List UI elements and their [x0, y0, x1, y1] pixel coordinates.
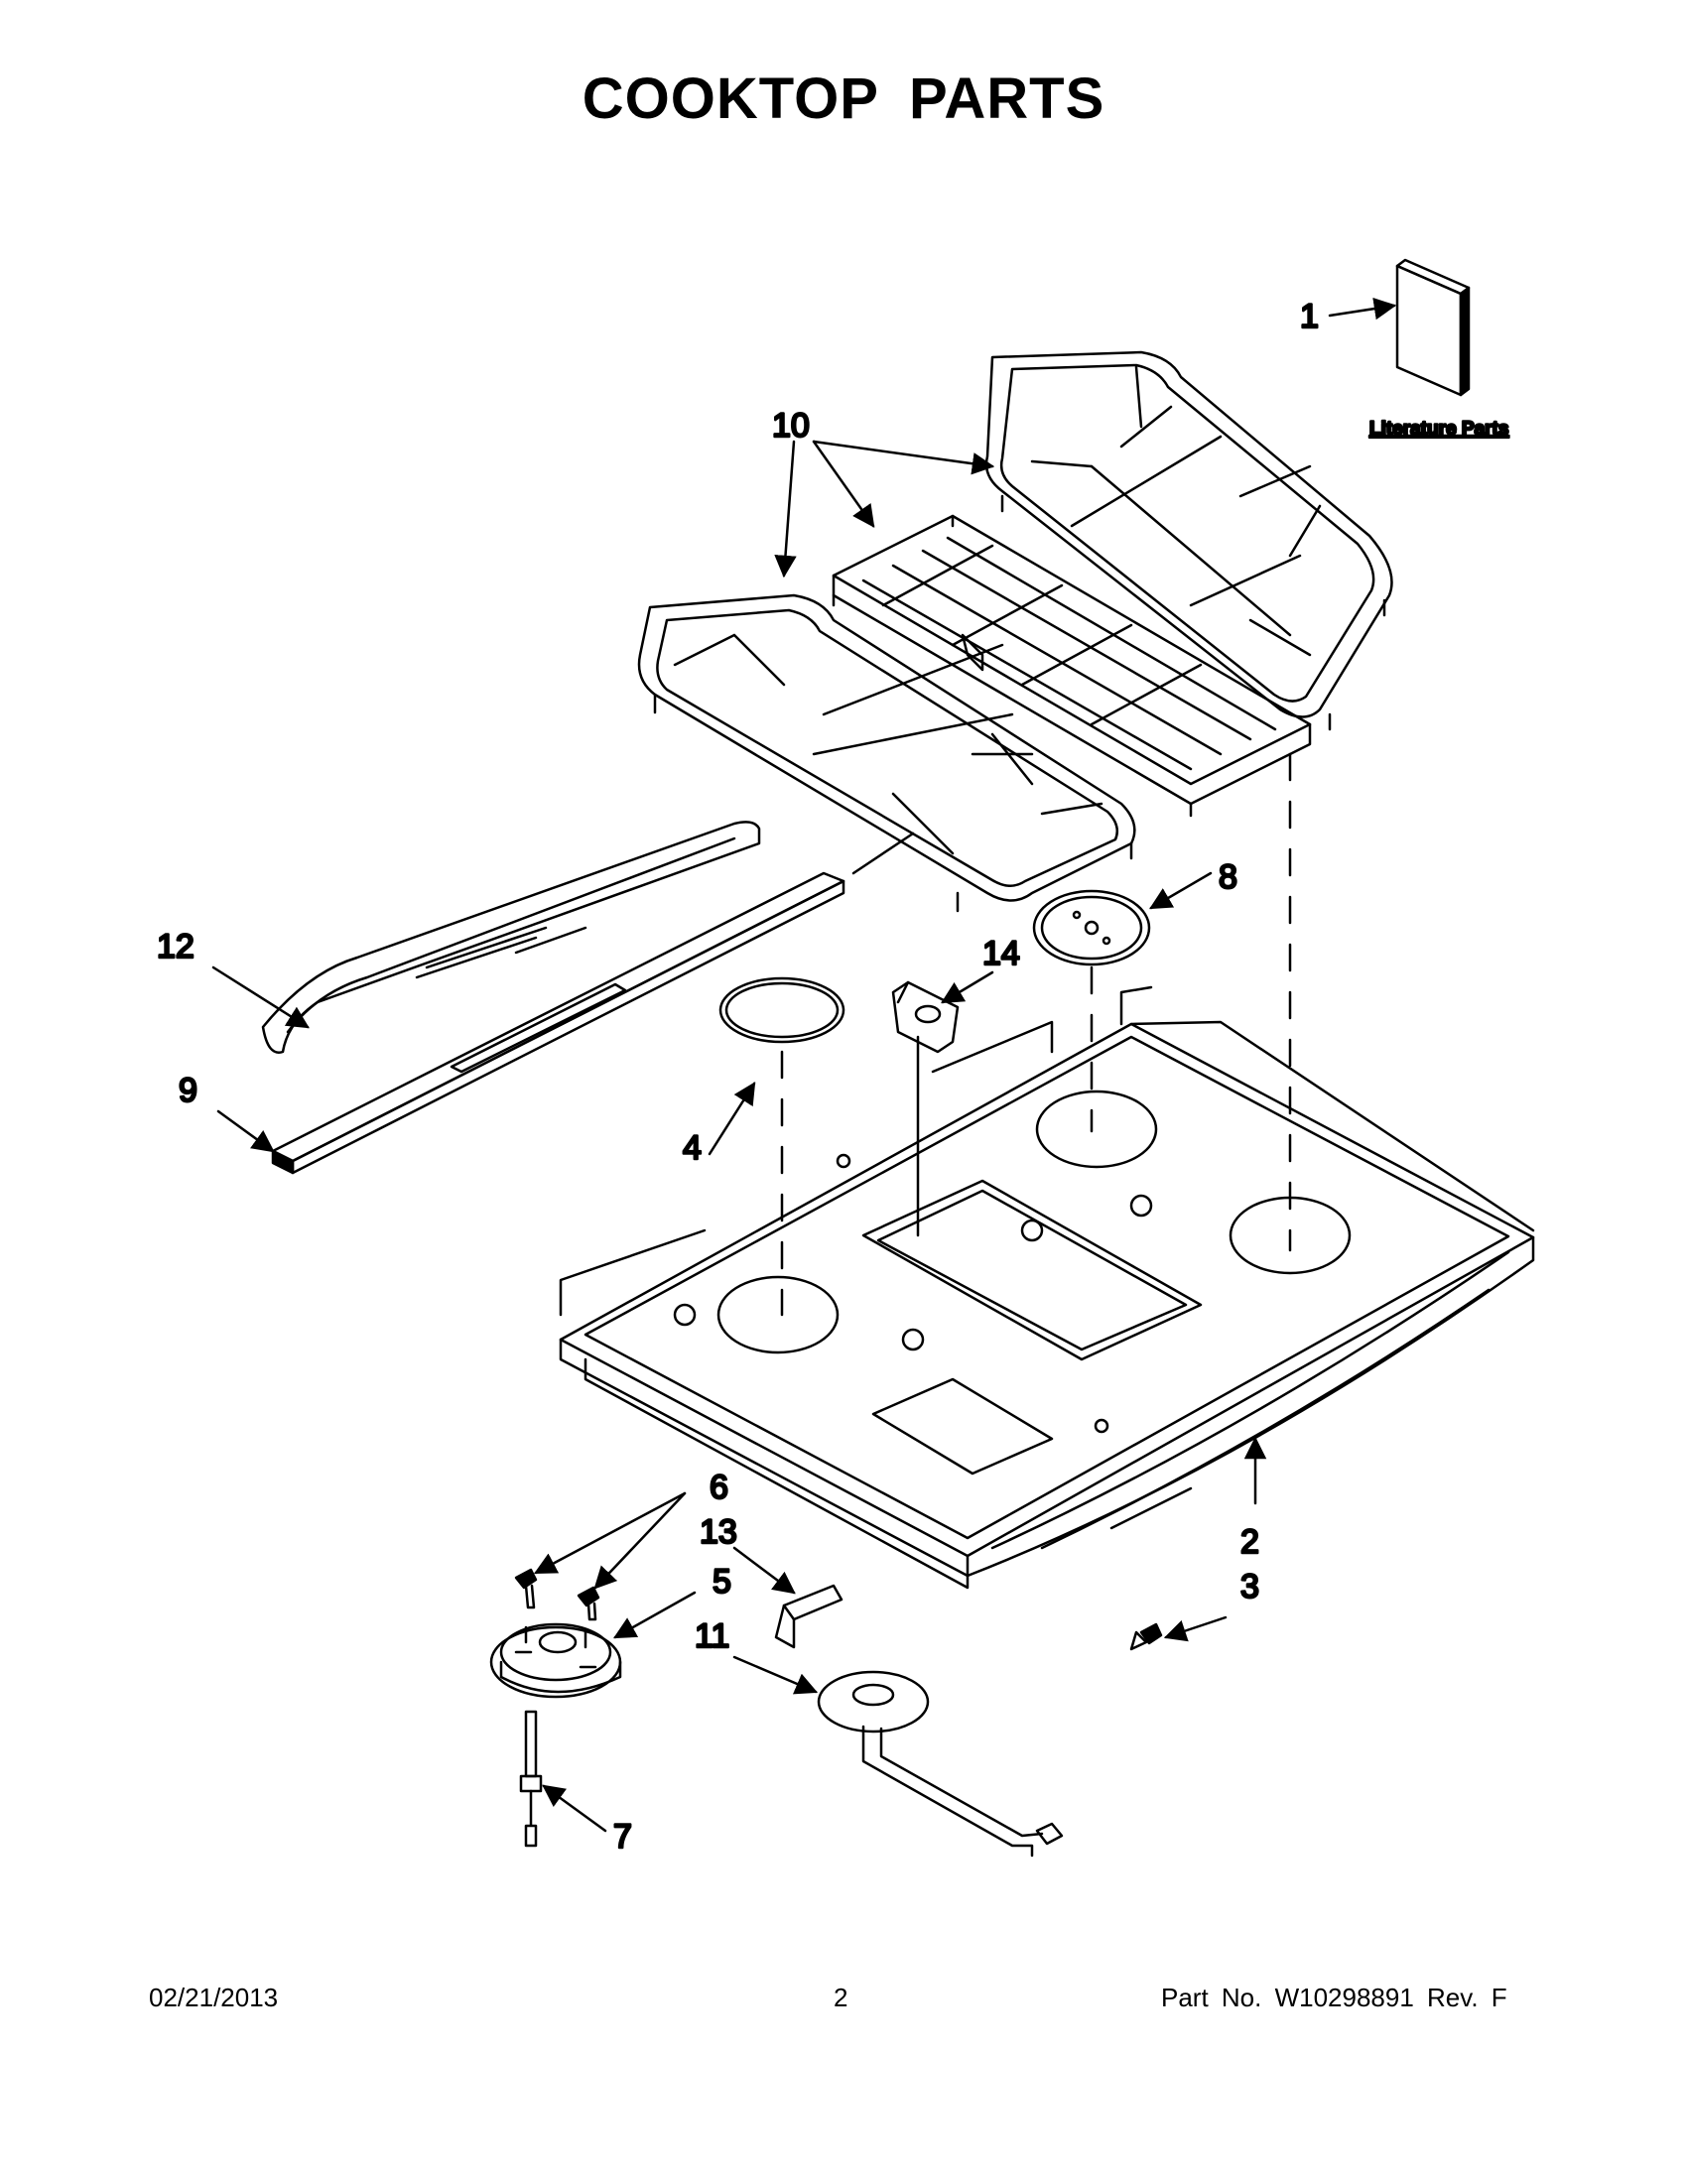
igniter-bracket: [891, 980, 960, 1054]
callout-2: 2: [1240, 1523, 1259, 1561]
callout-10: 10: [772, 407, 810, 445]
callout-3: 3: [1240, 1568, 1259, 1606]
callout-6: 6: [710, 1469, 728, 1506]
callout-9: 9: [179, 1072, 197, 1109]
callout-1: 1: [1300, 298, 1319, 335]
callout-13: 13: [700, 1513, 737, 1551]
alignment-lines: [780, 752, 1292, 1317]
callout-11: 11: [695, 1617, 729, 1655]
page-title: COOKTOP PARTS: [582, 66, 1105, 131]
callout-8: 8: [1219, 858, 1237, 896]
burner-base: [489, 1622, 622, 1699]
callout-14: 14: [982, 935, 1020, 972]
right-burner-grate: [984, 350, 1393, 731]
screw: [514, 1568, 538, 1609]
leader-arrows: [211, 297, 1397, 1833]
screw: [1129, 1622, 1163, 1651]
footer-date: 02/21/2013: [149, 1983, 279, 2012]
center-grate: [832, 514, 1312, 818]
trim-strip: [271, 871, 845, 1175]
footer-page-number: 2: [834, 1983, 848, 2012]
control-panel-trim: [261, 821, 761, 1054]
screw: [577, 1586, 600, 1621]
callout-5: 5: [713, 1563, 731, 1601]
burner-with-tube: [817, 1670, 1064, 1858]
literature-booklet: [1395, 258, 1471, 397]
literature-parts-label: Literature Parts: [1369, 419, 1508, 440]
spark-igniter: [519, 1710, 543, 1848]
callout-12: 12: [157, 928, 195, 965]
mounting-bracket: [774, 1584, 844, 1649]
footer-part-number: Part No. W10298891 Rev. F: [1161, 1983, 1507, 2012]
ring-gasket: [718, 976, 845, 1044]
callout-7: 7: [613, 1818, 632, 1856]
burner-cap: [1032, 889, 1151, 966]
cooktop-main: [559, 985, 1535, 1590]
callout-4: 4: [683, 1129, 702, 1167]
left-burner-grate: [637, 593, 1136, 913]
